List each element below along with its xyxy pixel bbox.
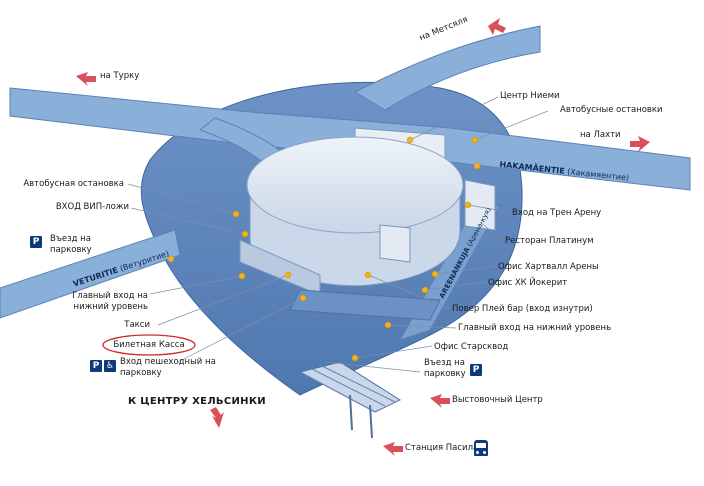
- direction-city-center: К ЦЕНТРУ ХЕЛЬСИНКИ: [128, 396, 266, 407]
- accessible-icon: ♿: [104, 360, 116, 372]
- direction-turku: на Турку: [100, 71, 140, 81]
- direction-arrow-icon: [383, 442, 403, 456]
- label-platinum-restaurant: Ресторан Платинум: [505, 236, 594, 246]
- label-main-entrance-left: Главный вход на нижний уровень: [72, 291, 148, 312]
- label-ticket-office: Билетная Касса: [113, 340, 185, 350]
- label-exhibition-center: Выстовочный Центр: [452, 395, 543, 405]
- label-vip-entrance: ВХОД ВИП-ложи: [55, 202, 129, 212]
- label-parking-entrance-left: Въезд на парковку: [50, 234, 92, 255]
- label-training-arena: Вход на Трен Арену: [512, 208, 602, 218]
- label-taxi: Такси: [124, 320, 150, 330]
- road-veturitie: [0, 229, 181, 319]
- label-parking-entrance-right: Въезд на парковку: [424, 358, 466, 379]
- parking-icon: P: [30, 236, 42, 248]
- leader-lines: [127, 96, 549, 373]
- direction-arrow-icon: [76, 72, 96, 86]
- parking-icon: P: [470, 364, 482, 376]
- direction-arrows: [76, 18, 650, 456]
- direction-arrow-icon: [630, 136, 650, 152]
- parking-icon: P: [90, 360, 102, 372]
- label-niemi-center: Центр Ниеми: [500, 91, 560, 101]
- platinum-block: [379, 224, 411, 263]
- direction-arrow-icon: [488, 18, 506, 35]
- arena-dome: [246, 136, 464, 234]
- label-pasila-station: Станция Пасила: [405, 443, 479, 453]
- ticket-office-highlight: [102, 334, 196, 356]
- label-pedestrian-entrance: Вход пешеходный на парковку: [120, 357, 216, 378]
- label-main-entrance-right: Главный вход на нижний уровень: [458, 323, 612, 333]
- label-power-play-bar: Повер Плей бар (вход изнутри): [452, 304, 593, 314]
- label-bus-stops: Автобусные остановки: [560, 105, 663, 115]
- label-starckvod-office: Офис Старсквод: [434, 342, 509, 352]
- label-hartwall-office: Офис Хартвалл Арены: [498, 262, 599, 272]
- road-metsala-ramp: [353, 25, 541, 111]
- poi-dots: [167, 136, 481, 362]
- train-icon: [474, 440, 488, 456]
- east-block: [464, 179, 496, 231]
- pasila-walkway-truss: [299, 364, 396, 413]
- direction-lahti: на Лахти: [580, 130, 621, 140]
- direction-arrow-icon: [210, 407, 224, 428]
- direction-arrow-icon: [430, 394, 450, 408]
- label-jokerit-office: Офис ХК Йокерит: [488, 278, 568, 288]
- label-bus-stop: Автобусная остановка: [23, 179, 124, 189]
